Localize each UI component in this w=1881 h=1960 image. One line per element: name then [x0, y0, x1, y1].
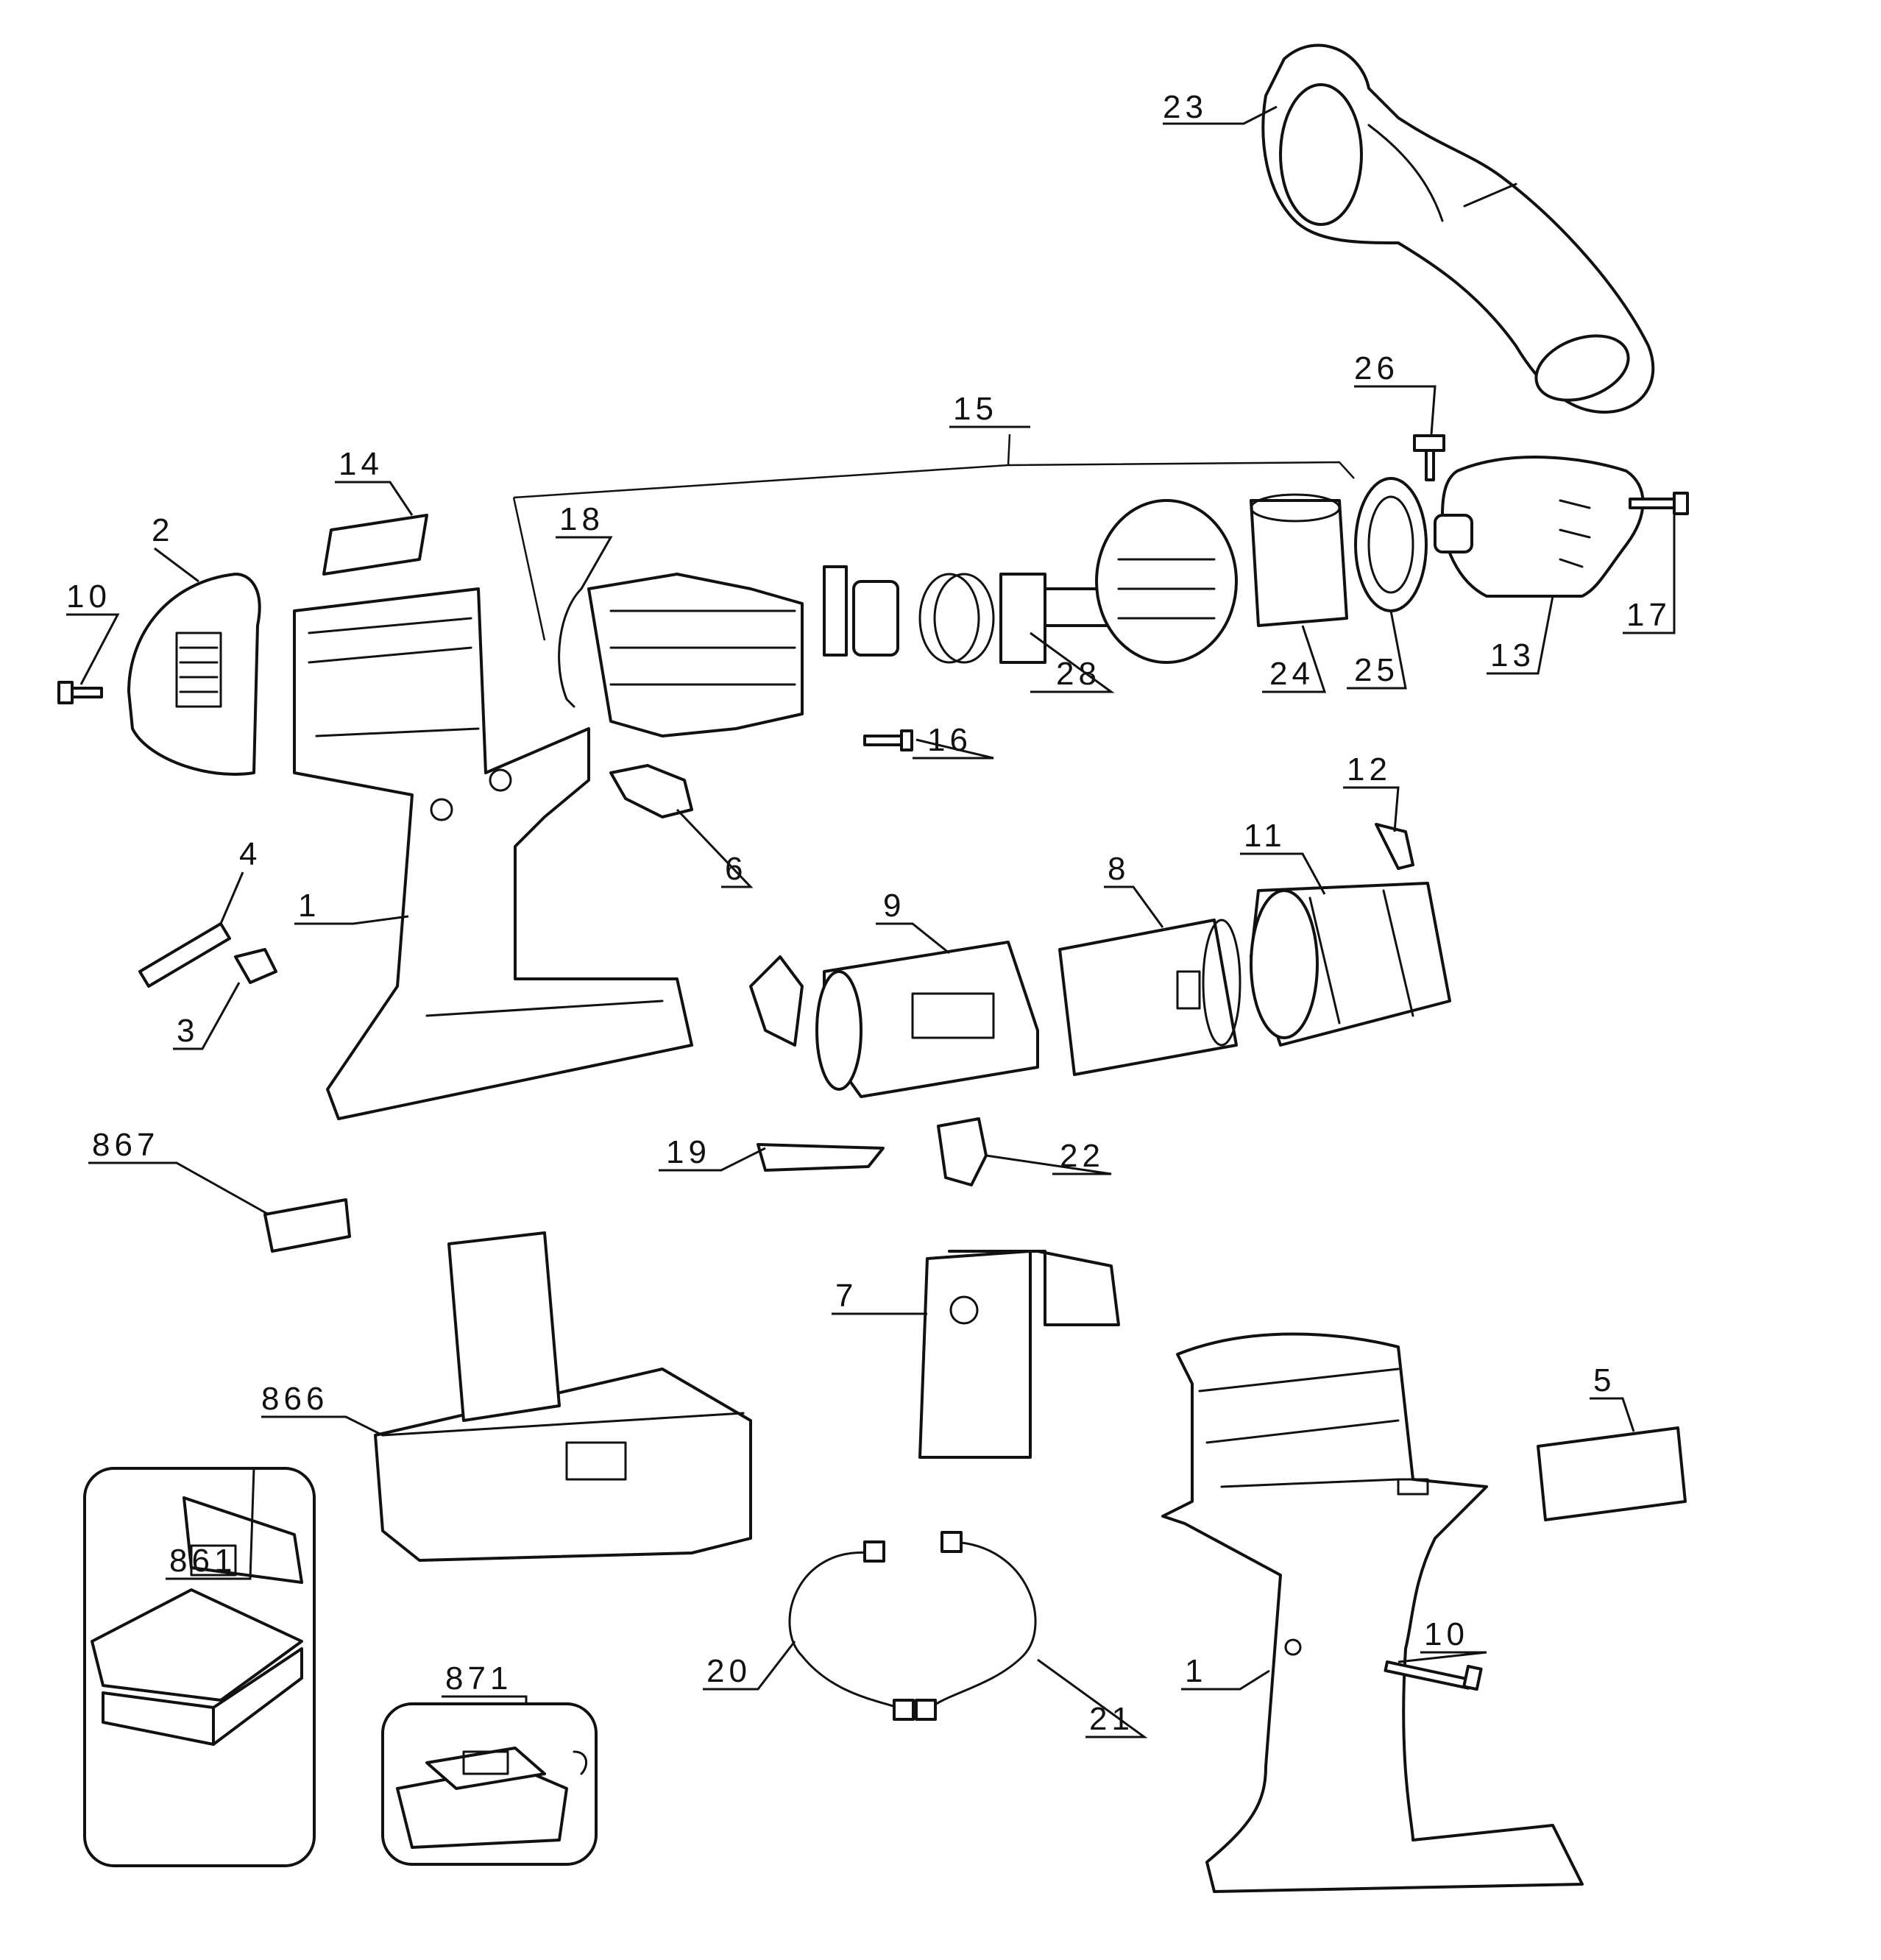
part-18-clip — [558, 587, 583, 708]
part-9-motor — [815, 941, 1039, 1098]
callout-1-right: 1 — [1185, 1653, 1207, 1689]
callout-18: 18 — [559, 501, 604, 537]
callout-2: 2 — [152, 512, 174, 548]
callout-867: 867 — [92, 1127, 159, 1163]
part-15-group-bracket — [513, 461, 1355, 499]
callout-7: 7 — [835, 1278, 857, 1314]
part-19-plate — [757, 1143, 885, 1172]
part-867-pad — [263, 1198, 351, 1253]
part-1-housing-half-right — [1161, 1332, 1584, 1893]
callout-10-right: 10 — [1424, 1616, 1469, 1652]
callout-3: 3 — [177, 1013, 199, 1049]
part-26-screw — [1413, 434, 1445, 481]
callout-22: 22 — [1060, 1138, 1105, 1174]
callout-17: 17 — [1626, 597, 1671, 633]
callout-25: 25 — [1354, 652, 1399, 688]
part-22-clip — [937, 1117, 988, 1186]
callout-14: 14 — [339, 446, 383, 482]
part-24-sleeve — [1250, 493, 1348, 627]
part-clutch-collar — [1095, 499, 1238, 664]
callout-4: 4 — [239, 836, 261, 872]
callout-10-left: 10 — [66, 579, 111, 615]
part-connector — [749, 955, 804, 1047]
part-5-label — [1537, 1426, 1687, 1521]
part-6-lever — [609, 764, 693, 818]
callout-9: 9 — [883, 888, 905, 924]
part-10-screw-right — [1384, 1660, 1483, 1691]
part-861-case-drawing — [91, 1496, 303, 1746]
callout-16: 16 — [927, 722, 972, 758]
part-11-gearbox — [1250, 882, 1451, 1047]
callout-5: 5 — [1593, 1362, 1615, 1398]
part-866-battery — [374, 1231, 752, 1562]
callout-8: 8 — [1108, 851, 1130, 887]
part-23-side-handle — [1261, 43, 1655, 414]
part-14-label — [322, 514, 428, 576]
part-3-bit-clip — [234, 948, 277, 984]
part-1-housing-half-left — [293, 587, 693, 1120]
callout-15: 15 — [953, 391, 998, 427]
callout-861: 861 — [169, 1543, 236, 1579]
callout-20: 20 — [706, 1653, 751, 1689]
part-871-charger — [396, 1747, 588, 1849]
part-16-screw — [863, 729, 913, 751]
callout-13: 13 — [1490, 637, 1535, 673]
callout-866: 866 — [261, 1381, 328, 1417]
callout-871: 871 — [445, 1660, 512, 1697]
part-20-wire — [788, 1540, 915, 1721]
part-7-switch — [918, 1250, 1120, 1459]
part-25-ring — [1354, 477, 1428, 612]
callout-11: 11 — [1244, 818, 1286, 854]
part-4-bit — [138, 922, 231, 988]
callout-21: 21 — [1089, 1701, 1134, 1737]
callout-24: 24 — [1269, 656, 1314, 692]
callout-6: 6 — [725, 851, 747, 887]
callout-28: 28 — [1056, 656, 1101, 692]
part-8-bracket — [1058, 919, 1241, 1076]
part-21-wire — [915, 1531, 1037, 1721]
part-13-front-housing — [1434, 456, 1645, 598]
callout-23: 23 — [1163, 89, 1208, 125]
callout-26: 26 — [1354, 350, 1399, 386]
callout-1-left: 1 — [298, 888, 320, 924]
kit-case-861-rounded-frame — [83, 1467, 316, 1867]
callout-12: 12 — [1347, 751, 1392, 788]
charger-871-rounded-frame — [381, 1702, 598, 1866]
part-2-end-cap — [127, 573, 261, 776]
part-10-screw-left — [57, 681, 103, 704]
callout-19: 19 — [666, 1134, 711, 1170]
part-17-screw — [1629, 492, 1689, 515]
part-15-transmission-assembly — [587, 565, 1113, 737]
